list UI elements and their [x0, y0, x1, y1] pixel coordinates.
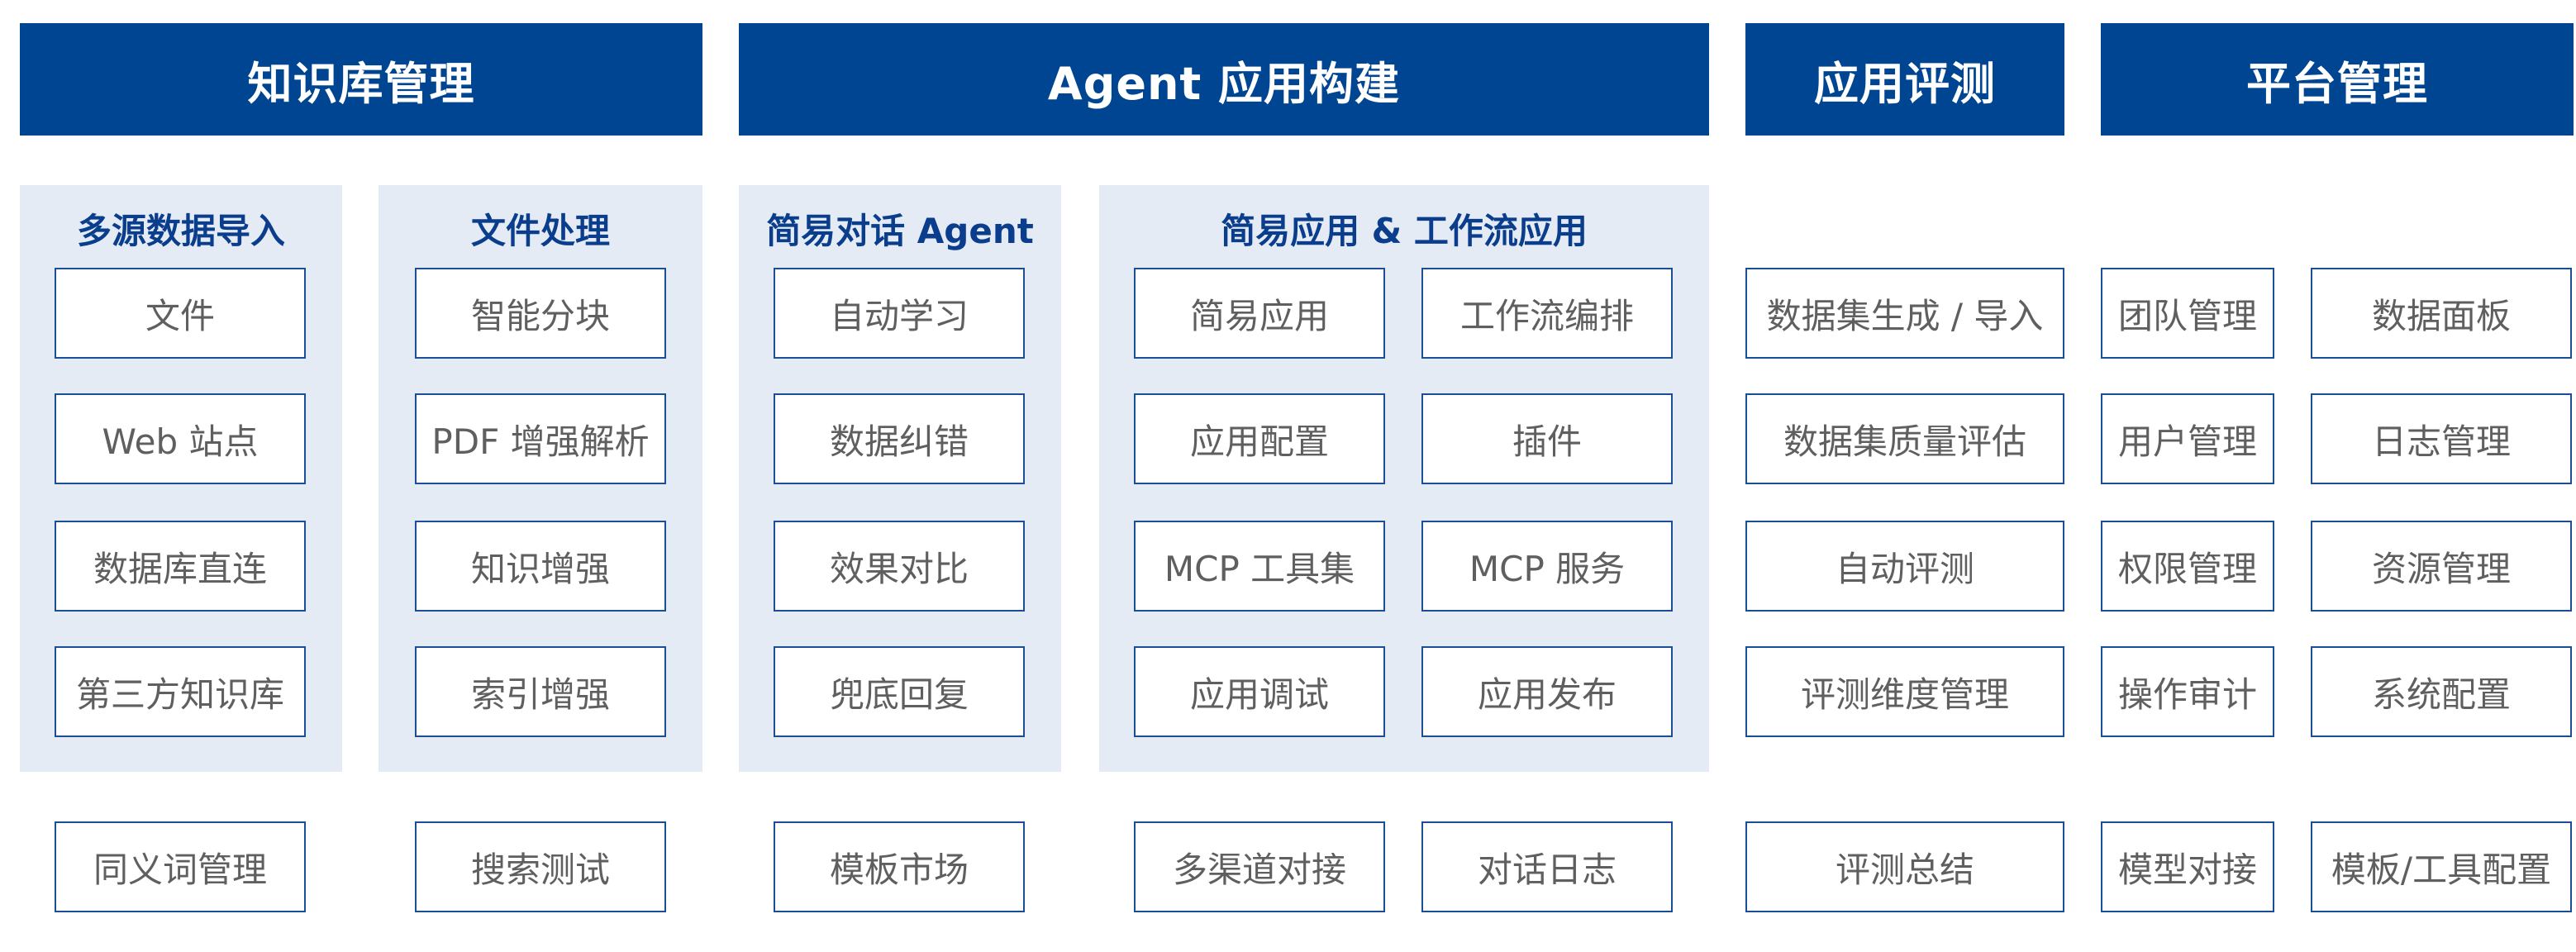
feature-box[interactable]: 数据集质量评估 [1745, 393, 2064, 484]
feature-box[interactable]: 搜索测试 [415, 821, 666, 912]
feature-box[interactable]: 索引增强 [415, 646, 666, 737]
feature-box[interactable]: 兜底回复 [774, 646, 1025, 737]
section-title-file-processing: 文件处理 [470, 210, 610, 251]
feature-box[interactable]: 评测维度管理 [1745, 646, 2064, 737]
feature-box[interactable]: 应用配置 [1134, 393, 1385, 484]
feature-box[interactable]: 自动学习 [774, 268, 1025, 359]
feature-box[interactable]: 评测总结 [1745, 821, 2064, 912]
feature-box[interactable]: 团队管理 [2101, 268, 2274, 359]
header-agent-build: Agent 应用构建 [739, 23, 1709, 136]
feature-box[interactable]: 应用发布 [1421, 646, 1673, 737]
feature-box[interactable]: 模板市场 [774, 821, 1025, 912]
feature-box[interactable]: 知识增强 [415, 521, 666, 612]
feature-box[interactable]: 数据面板 [2311, 268, 2572, 359]
feature-box[interactable]: 工作流编排 [1421, 268, 1673, 359]
feature-box[interactable]: Web 站点 [55, 393, 306, 484]
feature-box[interactable]: 模型对接 [2101, 821, 2274, 912]
feature-box[interactable]: 智能分块 [415, 268, 666, 359]
header-platform-management: 平台管理 [2101, 23, 2574, 136]
header-knowledge-base: 知识库管理 [20, 23, 702, 136]
feature-box[interactable]: 多渠道对接 [1134, 821, 1385, 912]
feature-box[interactable]: 数据库直连 [55, 521, 306, 612]
feature-box[interactable]: 操作审计 [2101, 646, 2274, 737]
feature-box[interactable]: 自动评测 [1745, 521, 2064, 612]
feature-box[interactable]: MCP 服务 [1421, 521, 1673, 612]
feature-box[interactable]: 第三方知识库 [55, 646, 306, 737]
feature-box[interactable]: 插件 [1421, 393, 1673, 484]
section-title-simple-chat-agent: 简易对话 Agent [766, 210, 1034, 251]
feature-box[interactable]: 权限管理 [2101, 521, 2274, 612]
feature-box[interactable]: 模板/工具配置 [2311, 821, 2572, 912]
feature-box[interactable]: 同义词管理 [55, 821, 306, 912]
feature-box[interactable]: 用户管理 [2101, 393, 2274, 484]
feature-box[interactable]: 应用调试 [1134, 646, 1385, 737]
header-app-evaluation: 应用评测 [1745, 23, 2064, 136]
feature-box[interactable]: 对话日志 [1421, 821, 1673, 912]
feature-box[interactable]: 效果对比 [774, 521, 1025, 612]
feature-box[interactable]: 资源管理 [2311, 521, 2572, 612]
feature-box[interactable]: PDF 增强解析 [415, 393, 666, 484]
section-title-multi-source-import: 多源数据导入 [76, 210, 285, 251]
feature-box[interactable]: 日志管理 [2311, 393, 2572, 484]
feature-box[interactable]: MCP 工具集 [1134, 521, 1385, 612]
feature-box[interactable]: 数据纠错 [774, 393, 1025, 484]
section-title-app-workflow: 简易应用 & 工作流应用 [1221, 210, 1588, 251]
feature-box[interactable]: 简易应用 [1134, 268, 1385, 359]
feature-box[interactable]: 系统配置 [2311, 646, 2572, 737]
feature-box[interactable]: 文件 [55, 268, 306, 359]
feature-box[interactable]: 数据集生成 / 导入 [1745, 268, 2064, 359]
